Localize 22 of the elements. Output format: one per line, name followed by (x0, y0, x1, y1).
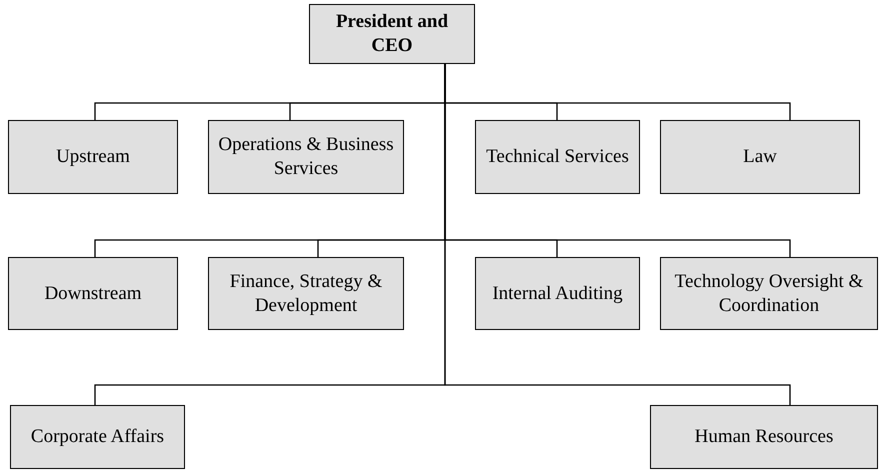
org-box (8, 120, 178, 194)
org-box (8, 257, 178, 330)
org-unit-name: Downstream (44, 282, 142, 306)
org-box (660, 120, 860, 194)
org-unit-name: Internal Auditing (492, 282, 623, 306)
org-box (475, 257, 640, 330)
org-unit-name: Upstream (56, 145, 130, 169)
org-box (660, 257, 878, 330)
org-box (208, 257, 404, 330)
org-unit-name: Human Resources (694, 425, 834, 449)
org-unit-name: Technology Oversight & Coordination (674, 270, 864, 318)
org-box (309, 4, 475, 64)
org-box (208, 120, 404, 194)
org-unit-name: President and CEO (334, 10, 450, 58)
org-unit-name: Operations & Business Services (217, 133, 395, 181)
org-box (10, 405, 185, 469)
org-box (475, 120, 640, 194)
org-box (650, 405, 878, 469)
org-unit-name: Technical Services (486, 145, 629, 169)
org-unit-name: Finance, Strategy & Development (228, 270, 384, 318)
org-unit-name: Corporate Affairs (30, 425, 164, 449)
org-unit-name: Law (743, 145, 777, 169)
